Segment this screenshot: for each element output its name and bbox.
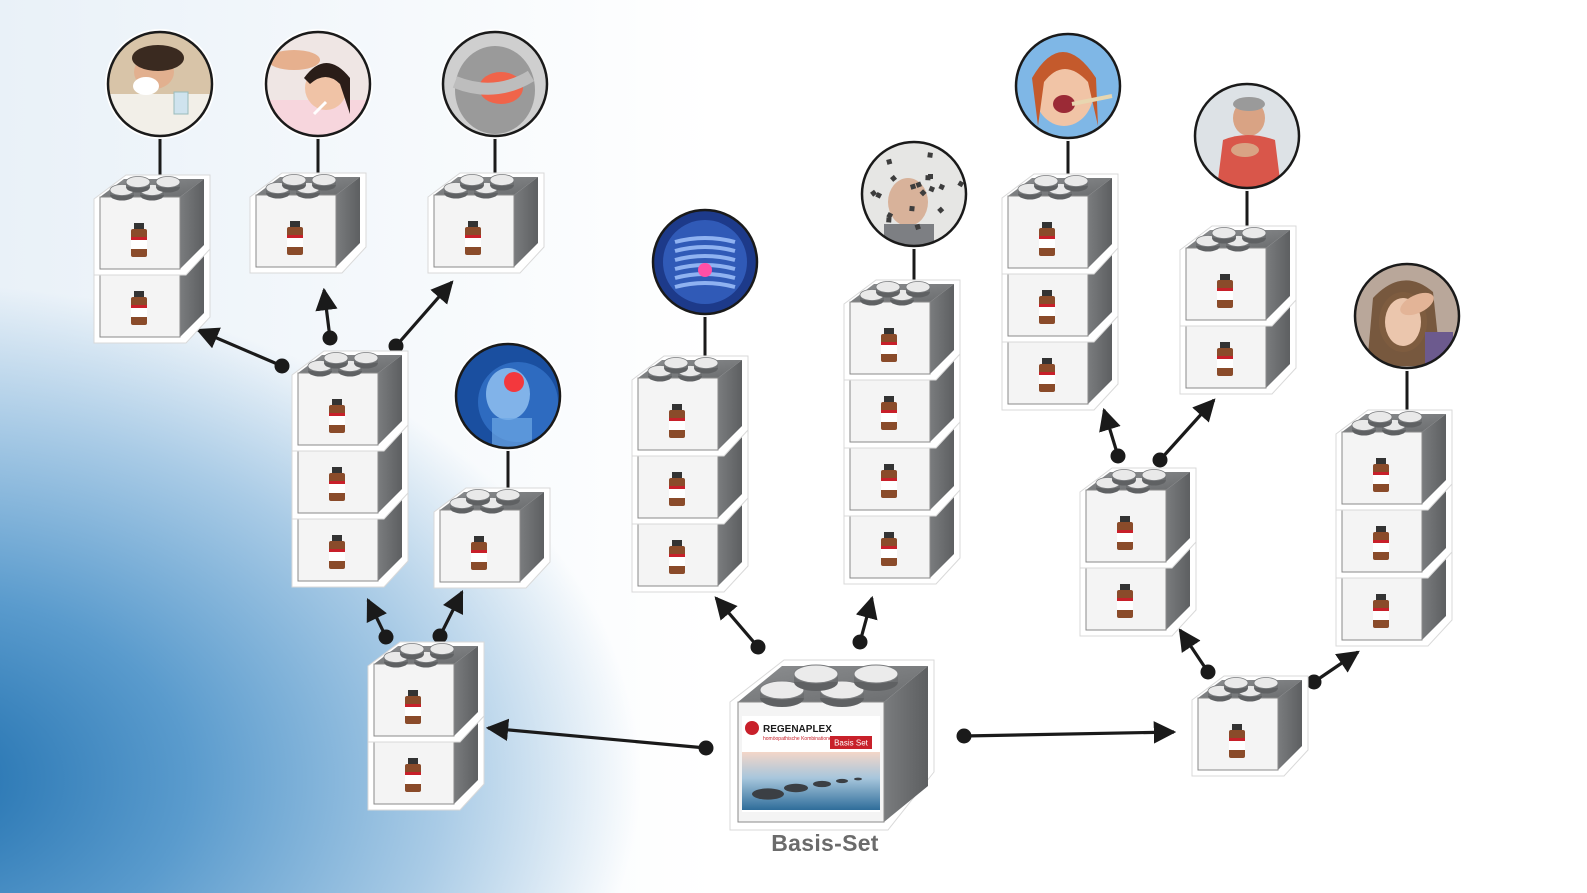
link-basis-to-left	[485, 718, 714, 756]
link-basis-to-dementia	[852, 595, 878, 650]
stone-icon	[752, 788, 784, 800]
stone-icon	[854, 777, 862, 781]
link-hub-to-throat	[1099, 407, 1126, 464]
bottle-icon	[669, 540, 685, 574]
bottle-icon	[1217, 342, 1233, 376]
sore-throat-icon	[1013, 31, 1123, 141]
stone-icon	[784, 783, 808, 793]
bottle-icon	[881, 328, 897, 362]
bottle-icon	[669, 404, 685, 438]
dementia-icon	[859, 139, 969, 249]
bottle-icon	[1217, 274, 1233, 308]
bottle-icon	[131, 291, 147, 325]
link-lower-to-upper-hub	[366, 597, 394, 645]
stone-icon	[836, 778, 848, 784]
brand-tagline: homöopathische Kombinationen	[763, 736, 835, 742]
link-basis-to-digestion	[714, 596, 766, 655]
stone-icon	[813, 780, 831, 788]
bottle-icon	[1039, 358, 1055, 392]
icon-layer	[105, 29, 1462, 451]
bottle-icon	[131, 223, 147, 257]
link-hub-to-fever	[315, 287, 338, 346]
throat-brick-1	[1001, 173, 1119, 275]
bottle-icon	[329, 467, 345, 501]
bottle-icon	[881, 464, 897, 498]
flu-brick-1	[93, 174, 211, 276]
link-basis-to-right	[956, 721, 1177, 744]
bottle-icon	[329, 535, 345, 569]
link-lower-to-head	[432, 589, 464, 644]
bottle-icon	[881, 532, 897, 566]
bottle-icon	[329, 399, 345, 433]
box-label: Basis Set	[834, 739, 869, 748]
bottle-icon	[1373, 526, 1389, 560]
dementia-brick-1	[843, 279, 961, 381]
bottle-icon	[1373, 594, 1389, 628]
bottle-icon	[1373, 458, 1389, 492]
exhaustion-brick-1	[1335, 409, 1453, 511]
brand-logo-icon	[745, 721, 759, 735]
headache-brain-icon	[453, 341, 563, 451]
bottle-icon	[1229, 724, 1245, 758]
bottle-icon	[471, 536, 487, 570]
chest-pain-icon	[1192, 81, 1302, 191]
abdomen-brick-1	[427, 172, 545, 274]
digestion-icon	[650, 207, 760, 317]
fever-brick-1	[249, 172, 367, 274]
abdominal-pain-icon	[440, 29, 550, 139]
link-right-to-upper-hub	[1178, 628, 1216, 680]
bottle-icon	[1117, 516, 1133, 550]
fever-child-icon	[263, 29, 373, 139]
hub-right-upper-brick-1	[1079, 467, 1197, 569]
bottle-icon	[669, 472, 685, 506]
hub-right-lower-brick-1	[1191, 675, 1309, 777]
head-brick-1	[433, 487, 551, 589]
bottle-icon	[1039, 290, 1055, 324]
hub-left-upper-brick-1	[291, 350, 409, 452]
bottle-icon	[465, 221, 481, 255]
basis-set-caption: Basis-Set	[771, 830, 879, 856]
link-right-to-exhaustion	[1306, 650, 1360, 690]
bottle-icon	[1117, 584, 1133, 618]
link-hub-to-abdomen	[388, 280, 454, 354]
link-hub-to-flu	[195, 327, 290, 374]
cold-flu-icon	[105, 29, 215, 139]
bottle-icon	[881, 396, 897, 430]
chest-brick-1	[1179, 225, 1297, 327]
brick-layer	[93, 172, 1453, 811]
bottle-icon	[405, 758, 421, 792]
bottle-icon	[287, 221, 303, 255]
bottle-icon	[1039, 222, 1055, 256]
brand-name: REGENAPLEX	[763, 724, 832, 735]
link-hub-to-chest	[1152, 398, 1216, 468]
bottle-icon	[405, 690, 421, 724]
hub-left-lower-brick-1	[367, 641, 485, 743]
exhaustion-icon	[1352, 261, 1462, 371]
digestion-brick-1	[631, 355, 749, 457]
